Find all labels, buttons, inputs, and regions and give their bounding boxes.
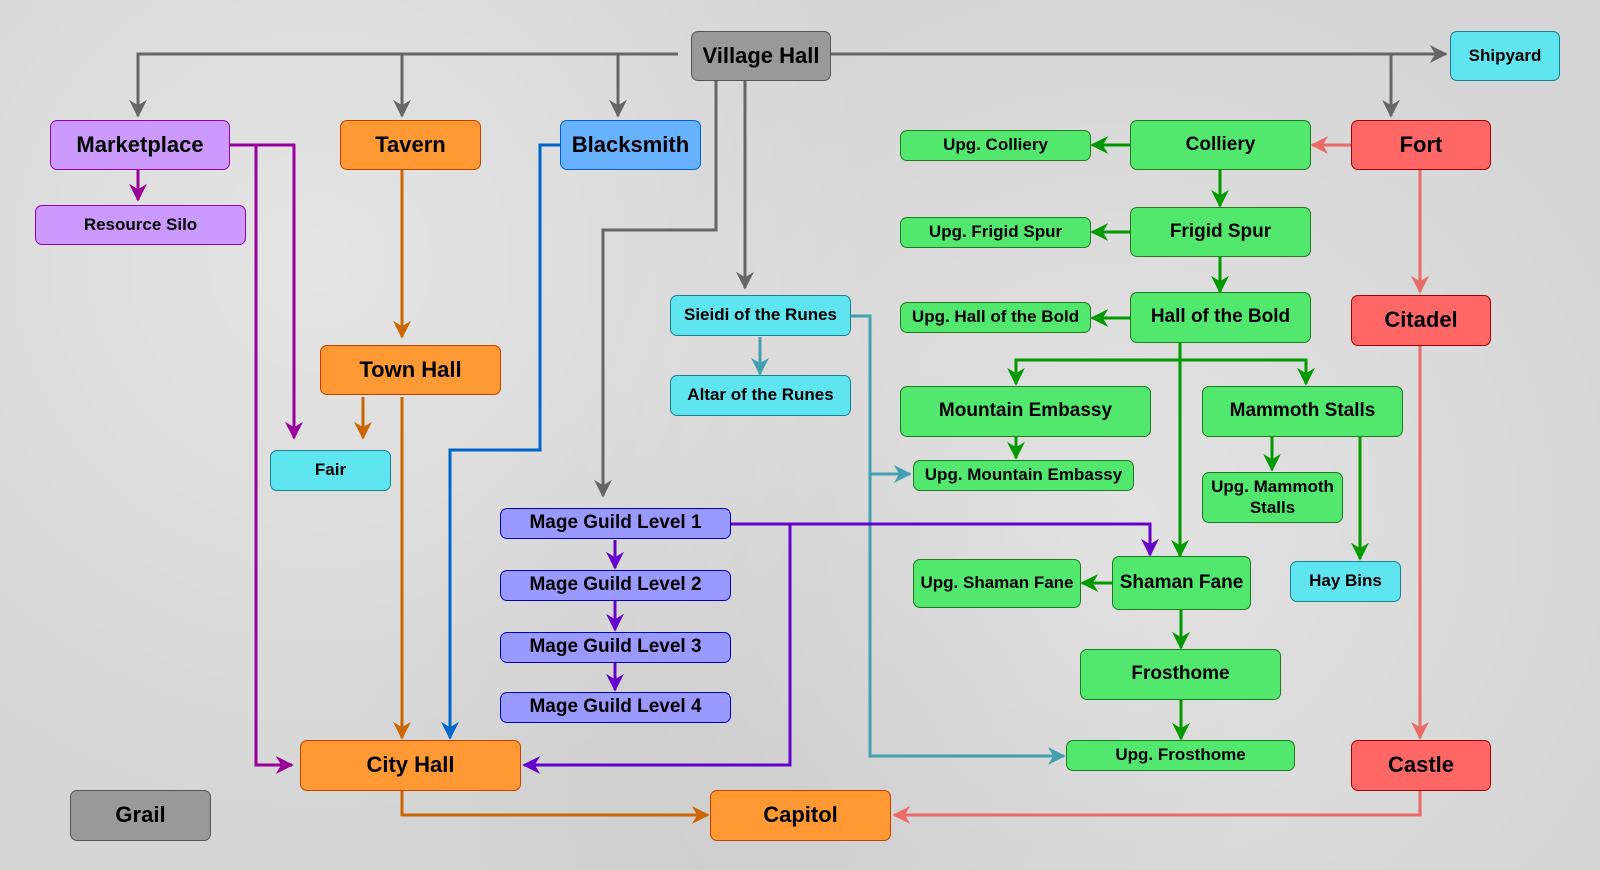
node-frosthome[interactable]: Frosthome [1080,649,1281,700]
node-resource-silo[interactable]: Resource Silo [35,205,246,245]
node-town-hall[interactable]: Town Hall [320,345,501,395]
node-fair[interactable]: Fair [270,450,391,491]
node-mage-guild-2[interactable]: Mage Guild Level 2 [500,570,731,601]
node-grail[interactable]: Grail [70,790,211,841]
edge-sieidi-upgfrosthome [850,314,1066,765]
node-sieidi-of-the-runes[interactable]: Sieidi of the Runes [670,295,851,336]
edge-hall-embassy-stalls [1014,358,1315,386]
node-mage-guild-1[interactable]: Mage Guild Level 1 [500,508,731,539]
node-upg-frigid-spur[interactable]: Upg. Frigid Spur [900,217,1091,248]
node-upg-mammoth-stalls[interactable]: Upg. Mammoth Stalls [1202,472,1343,523]
node-capitol[interactable]: Capitol [710,790,891,841]
edge-marketplace-fair [226,143,303,440]
node-upg-shaman-fane[interactable]: Upg. Shaman Fane [913,559,1081,608]
node-marketplace[interactable]: Marketplace [50,120,230,170]
node-mage-guild-3[interactable]: Mage Guild Level 3 [500,632,731,663]
node-hay-bins[interactable]: Hay Bins [1290,561,1401,602]
edge-mage1-cityhall [522,524,792,774]
node-castle[interactable]: Castle [1351,740,1491,791]
node-hall-of-the-bold[interactable]: Hall of the Bold [1130,292,1311,343]
node-village-hall[interactable]: Village Hall [691,31,831,81]
node-colliery[interactable]: Colliery [1130,120,1311,170]
edge-village-mage1 [594,80,718,498]
edge-mage1-shaman [730,522,1159,557]
node-blacksmith[interactable]: Blacksmith [560,120,701,170]
edge-marketplace-cityhall [254,145,294,774]
node-frigid-spur[interactable]: Frigid Spur [1130,207,1311,257]
node-upg-colliery[interactable]: Upg. Colliery [900,130,1091,161]
edge-blacksmith-cityhall [441,143,560,740]
node-mage-guild-4[interactable]: Mage Guild Level 4 [500,692,731,723]
edge-village-marketplace [129,52,678,118]
node-city-hall[interactable]: City Hall [300,740,521,791]
edge-castle-capitol [892,791,1422,824]
node-upg-hall-of-the-bold[interactable]: Upg. Hall of the Bold [900,302,1091,333]
node-fort[interactable]: Fort [1351,120,1491,170]
node-upg-mountain-embassy[interactable]: Upg. Mountain Embassy [913,460,1134,491]
node-mountain-embassy[interactable]: Mountain Embassy [900,386,1151,437]
node-shipyard[interactable]: Shipyard [1450,31,1560,81]
node-citadel[interactable]: Citadel [1351,295,1491,346]
node-mammoth-stalls[interactable]: Mammoth Stalls [1202,386,1403,437]
node-shaman-fane[interactable]: Shaman Fane [1112,556,1251,610]
node-upg-frosthome[interactable]: Upg. Frosthome [1066,740,1295,771]
node-tavern[interactable]: Tavern [340,120,481,170]
node-altar-of-the-runes[interactable]: Altar of the Runes [670,375,851,416]
edge-cityhall-capitol [400,791,710,824]
